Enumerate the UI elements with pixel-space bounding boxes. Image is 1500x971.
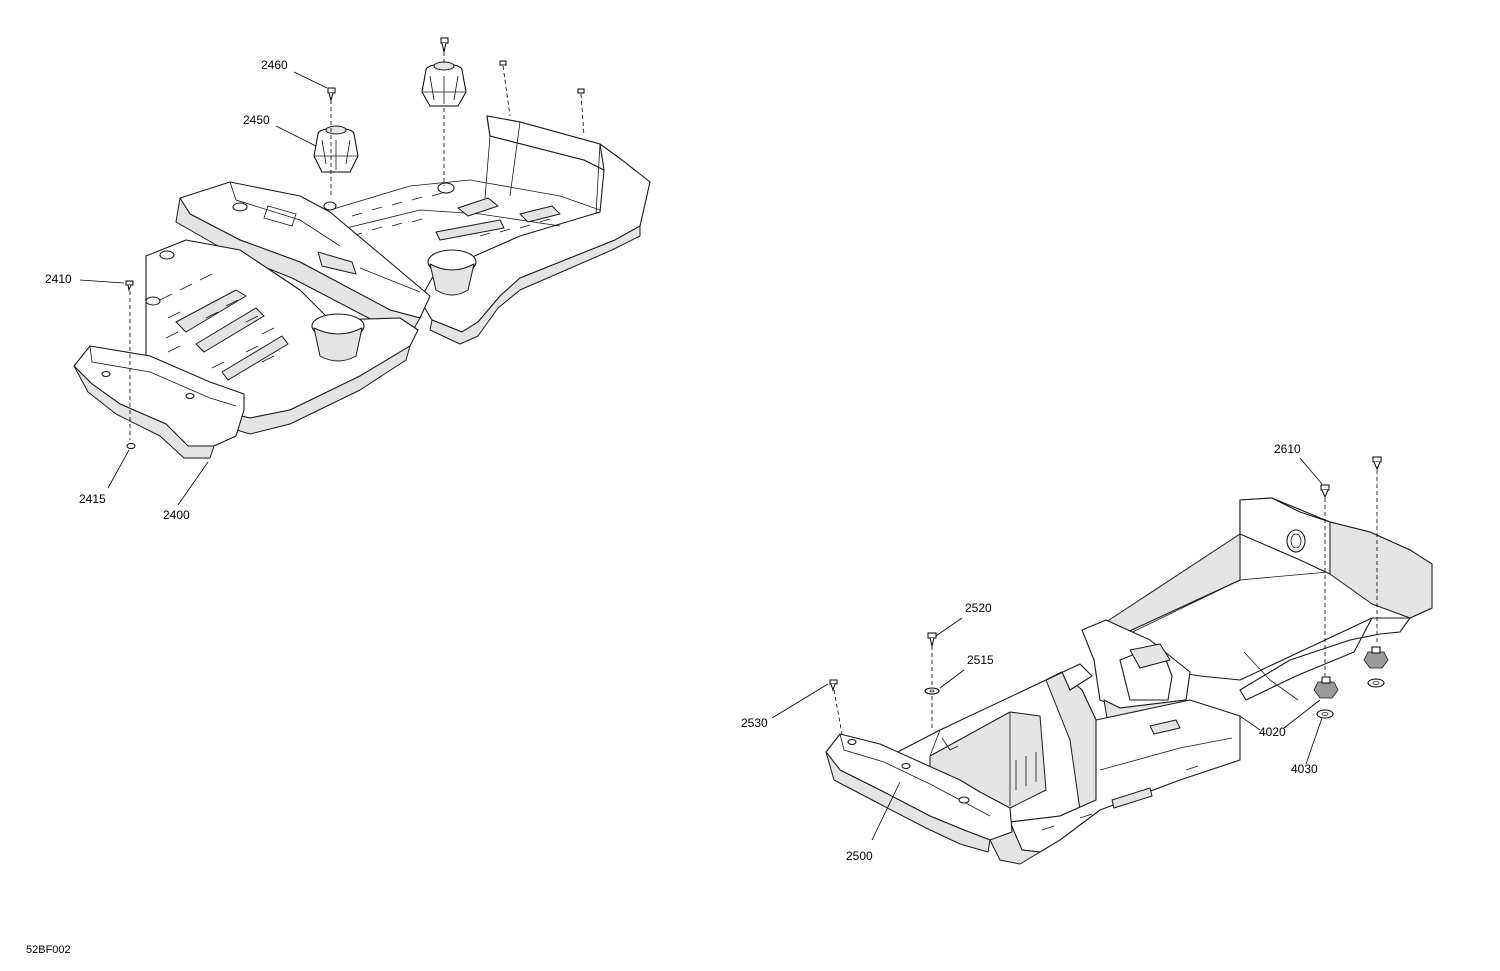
callout-2610: 2610 [1274, 442, 1301, 456]
callout-2415: 2415 [79, 492, 106, 506]
callout-2460: 2460 [261, 58, 288, 72]
dashed-lines-upper [129, 52, 585, 440]
callout-2520: 2520 [965, 601, 992, 615]
callout-2410: 2410 [45, 272, 72, 286]
callout-2450: 2450 [243, 113, 270, 127]
callout-2530: 2530 [741, 716, 768, 730]
callout-2400: 2400 [163, 508, 190, 522]
callout-4020: 4020 [1259, 725, 1286, 739]
callout-2515: 2515 [967, 653, 994, 667]
callout-4030: 4030 [1291, 762, 1318, 776]
plug-2450 [313, 125, 359, 173]
leaders-upper [79, 71, 328, 506]
plug-rear-upper [421, 61, 467, 107]
floor-panel-2500 [825, 497, 1433, 865]
floor-panel-2400 [73, 115, 651, 459]
drawing-code: 52BF002 [26, 944, 71, 956]
washer-4030 [1316, 678, 1385, 719]
leaders-lower [771, 457, 1323, 841]
fasteners-upper [125, 37, 585, 449]
nut-4020 [1313, 676, 1339, 699]
dashed-lines-lower [833, 470, 1378, 735]
callout-2500: 2500 [846, 849, 873, 863]
nut-4020-rear [1363, 646, 1389, 669]
